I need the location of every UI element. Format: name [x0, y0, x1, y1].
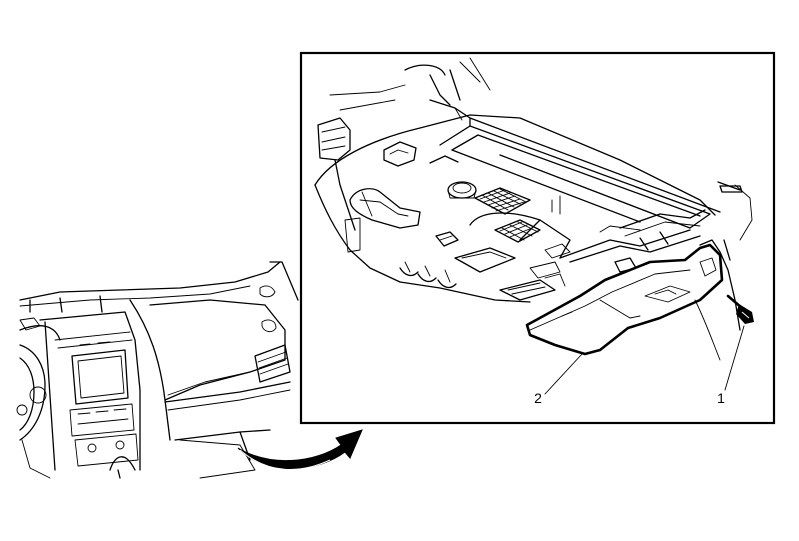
grille: [474, 187, 541, 243]
detail-view: [314, 57, 754, 395]
detail-frame: [299, 51, 776, 425]
closeout-panel: [525, 243, 724, 356]
callout-1-label: 1: [717, 390, 725, 406]
fastener: [726, 294, 754, 324]
leader-1: [724, 325, 745, 391]
callout-2-label: 2: [534, 390, 542, 406]
leader-2: [544, 353, 583, 395]
dashboard-overview: [16, 261, 299, 479]
zoom-arrow: [237, 429, 363, 470]
